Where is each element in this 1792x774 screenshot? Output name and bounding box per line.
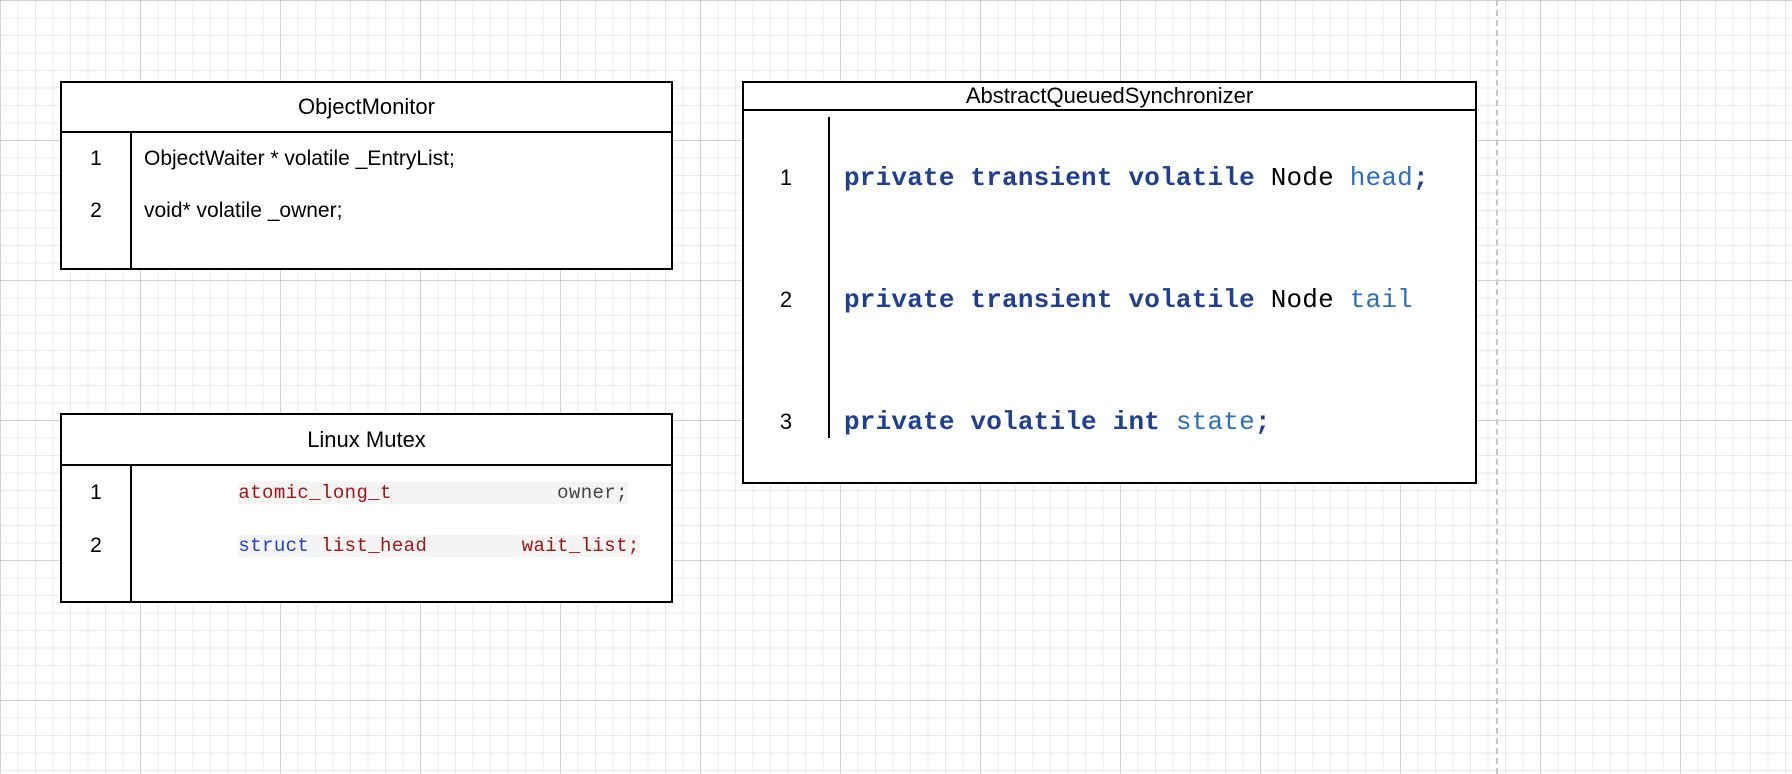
code-token-type: atomic_long_t — [238, 481, 392, 504]
gutter-divider — [828, 117, 830, 438]
class-title-abstract-queued-synchronizer: AbstractQueuedSynchronizer — [744, 83, 1475, 111]
code-line: private volatile int state; — [828, 407, 1475, 437]
class-body-object-monitor: 1 ObjectWaiter * volatile _EntryList; 2 … — [62, 133, 671, 268]
class-box-linux-mutex[interactable]: Linux Mutex 1 atomic_long_t owner; 2 str… — [60, 413, 673, 603]
line-number: 2 — [90, 533, 102, 557]
code-token-modifiers: private transient volatile — [844, 285, 1255, 315]
code-token-terminator: ; — [1254, 407, 1271, 437]
code-line: ObjectWaiter * volatile _EntryList; — [144, 147, 455, 170]
code-row: 2 void* volatile _owner; — [62, 185, 671, 237]
code-line: void* volatile _owner; — [144, 199, 343, 222]
code-row: 3 private volatile int state; — [744, 361, 1475, 483]
code-token-variable: state — [1175, 407, 1255, 437]
line-number: 1 — [90, 480, 102, 504]
code-line: struct list_head wait_list; — [130, 513, 671, 579]
code-token-identifier: wait_list; — [521, 534, 640, 557]
code-row: 1 atomic_long_t owner; — [62, 466, 671, 519]
line-number: 3 — [779, 409, 793, 434]
code-token-space — [427, 535, 521, 557]
code-token-identifier: owner; — [557, 481, 628, 504]
code-line: atomic_long_t owner; — [130, 460, 671, 526]
line-number: 1 — [90, 147, 102, 170]
class-body-linux-mutex: 1 atomic_long_t owner; 2 struct list_hea… — [62, 466, 671, 601]
code-token-variable: head — [1349, 163, 1413, 193]
code-token-terminator: ; — [1412, 163, 1429, 193]
class-box-object-monitor[interactable]: ObjectMonitor 1 ObjectWaiter * volatile … — [60, 81, 673, 270]
line-number: 2 — [90, 199, 102, 222]
code-token-keyword: struct — [238, 534, 310, 557]
class-body-abstract-queued-synchronizer: 1 private transient volatile Node head; … — [744, 111, 1475, 483]
code-row: 2 struct list_head wait_list; — [62, 519, 671, 572]
class-box-abstract-queued-synchronizer[interactable]: AbstractQueuedSynchronizer 1 private tra… — [742, 81, 1477, 484]
class-title-linux-mutex: Linux Mutex — [62, 415, 671, 466]
code-token-space — [392, 482, 557, 504]
code-token-variable: tail — [1349, 285, 1413, 315]
code-token-type: Node — [1270, 163, 1334, 193]
code-token-type: Node — [1270, 285, 1334, 315]
code-line: private transient volatile Node head; — [828, 163, 1475, 193]
code-token-space — [309, 535, 321, 557]
gutter-divider — [130, 466, 132, 601]
code-token-modifiers: private volatile int — [844, 407, 1161, 437]
code-token-type: list_head — [321, 534, 428, 557]
code-row: 2 private transient volatile Node tail — [744, 239, 1475, 361]
code-token-modifiers: private transient volatile — [844, 163, 1255, 193]
code-row: 1 ObjectWaiter * volatile _EntryList; — [62, 133, 671, 185]
line-number: 2 — [779, 287, 793, 312]
line-number: 1 — [779, 165, 793, 190]
class-title-object-monitor: ObjectMonitor — [62, 83, 671, 133]
code-row: 1 private transient volatile Node head; — [744, 117, 1475, 239]
gutter-divider — [130, 133, 132, 268]
code-line: private transient volatile Node tail — [828, 285, 1475, 315]
